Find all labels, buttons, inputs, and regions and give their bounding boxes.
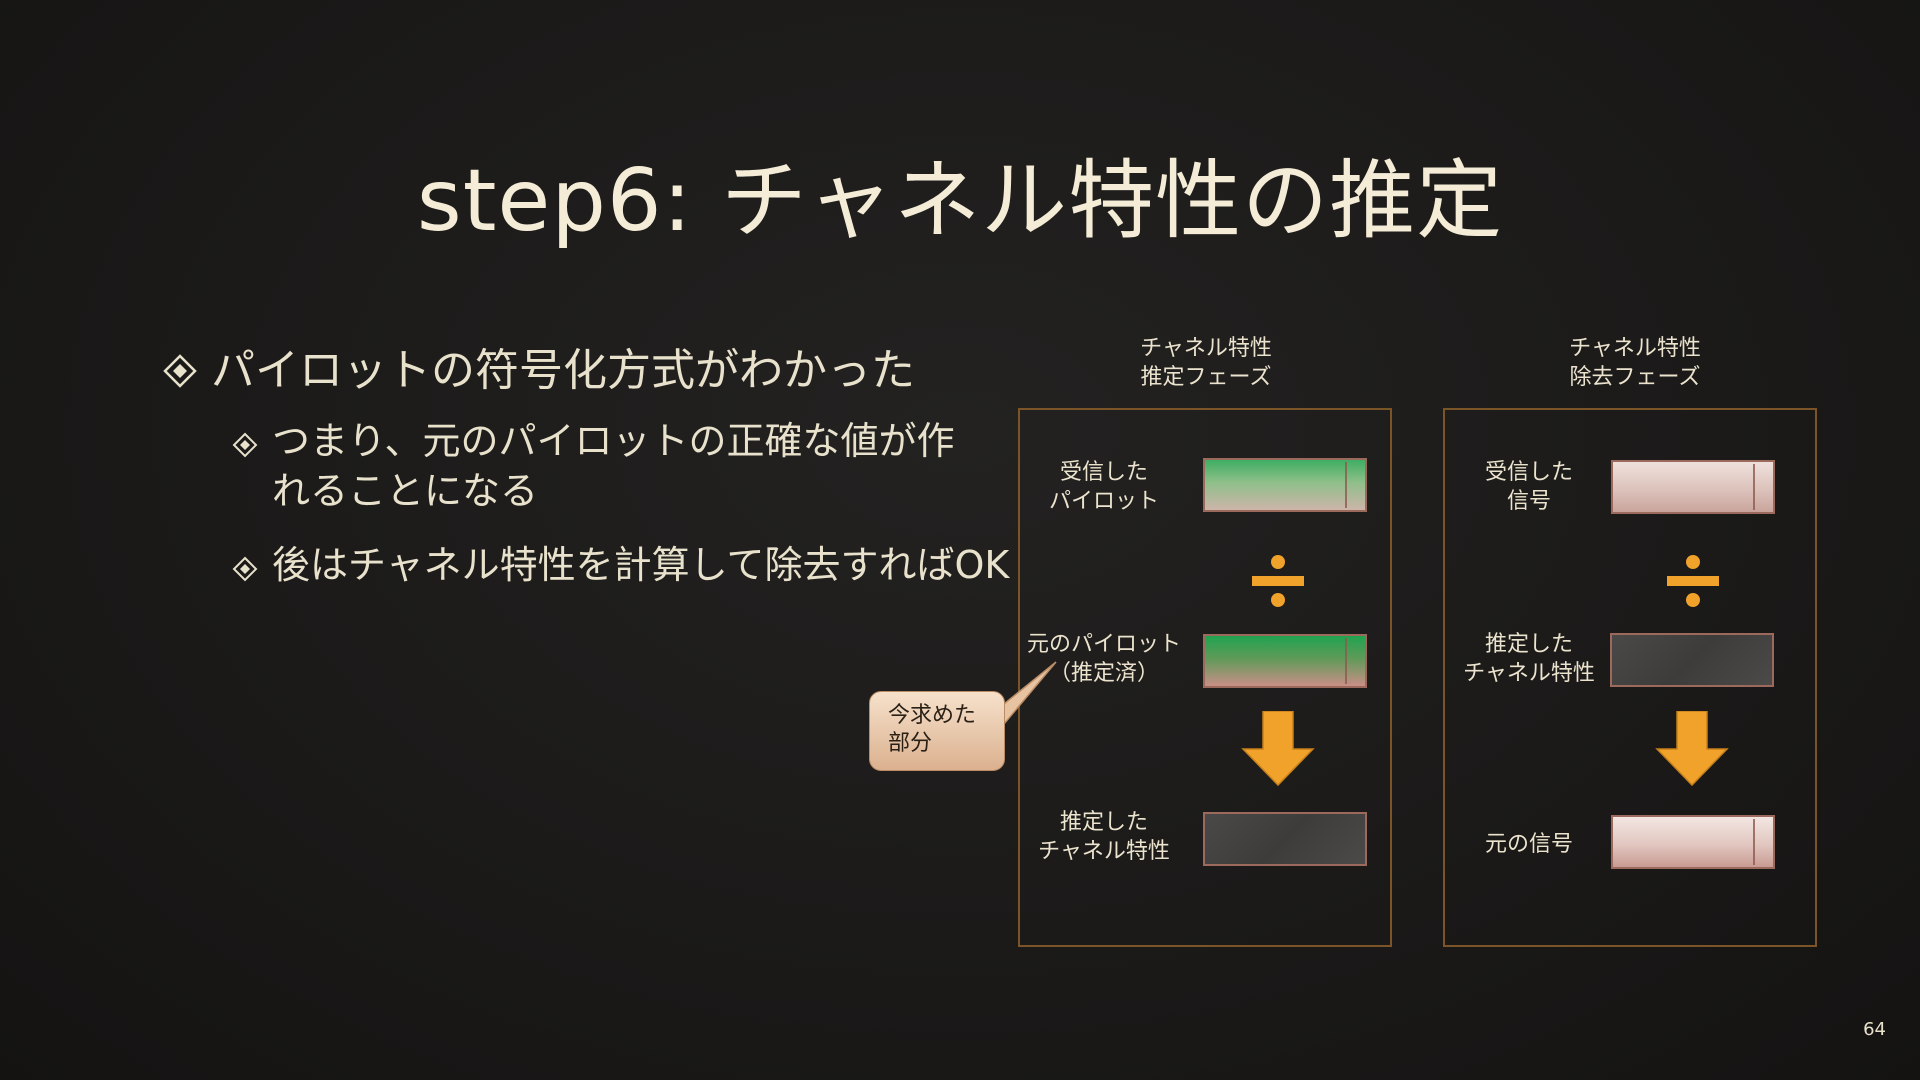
original-pilot-label: 元のパイロット （推定済）	[1026, 632, 1181, 686]
estimated-channel-bar	[1203, 812, 1367, 866]
bullet-text-3: 後はチャネル特性を計算して除去すればOK	[272, 543, 1010, 587]
original-signal-label: 元の信号	[1484, 832, 1573, 857]
received-pilot-label: 受信した パイロット	[1048, 460, 1159, 514]
page-number: 64	[1863, 1019, 1886, 1040]
arrow-down-icon	[1655, 711, 1729, 787]
bullet-text-2: つまり、元のパイロットの正確な値が作れることになる	[272, 419, 955, 513]
estimation-phase-heading: チャネル特性 推定フェーズ	[1140, 336, 1272, 390]
estimation-phase-panel	[1018, 408, 1392, 947]
diamond-bullet-icon	[232, 556, 258, 582]
bullet-item-1: パイロットの符号化方式がわかった	[163, 334, 915, 398]
removal-phase-heading: チャネル特性 除去フェーズ	[1569, 336, 1701, 390]
estimated-channel-label-removal: 推定した チャネル特性	[1463, 632, 1595, 686]
estimated-channel-bar-removal	[1610, 633, 1774, 687]
removal-phase-panel	[1443, 408, 1817, 947]
original-pilot-bar	[1203, 634, 1367, 688]
divide-icon	[1252, 555, 1304, 607]
diamond-bullet-icon	[232, 432, 258, 458]
slide-title: step6: チャネル特性の推定	[416, 151, 1504, 251]
arrow-down-icon	[1241, 711, 1315, 787]
bullet-item-3: 後はチャネル特性を計算して除去すればOK	[232, 540, 1009, 590]
bullet-text-1: パイロットの符号化方式がわかった	[211, 345, 915, 396]
received-pilot-bar	[1203, 458, 1367, 512]
bullet-item-2: つまり、元のパイロットの正確な値が作れることになる	[232, 416, 992, 516]
divide-icon	[1667, 555, 1719, 607]
estimated-channel-label: 推定した チャネル特性	[1038, 810, 1170, 864]
received-signal-label: 受信した 信号	[1484, 460, 1573, 514]
original-signal-bar	[1611, 815, 1775, 869]
diamond-bullet-icon	[163, 354, 197, 388]
callout-bubble: 今求めた 部分	[869, 691, 1005, 771]
received-signal-bar	[1611, 460, 1775, 514]
